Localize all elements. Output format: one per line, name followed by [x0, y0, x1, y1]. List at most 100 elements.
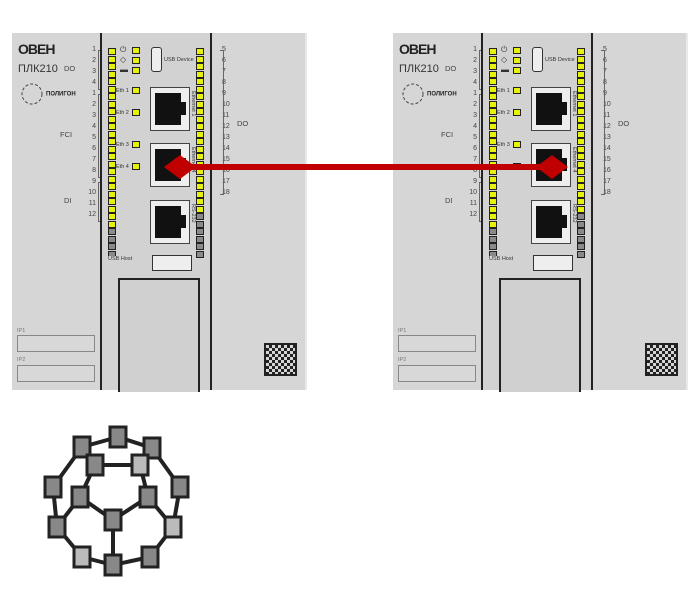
ip1-field[interactable]	[398, 335, 476, 352]
status-led	[196, 85, 204, 93]
channel-number: 15	[603, 156, 611, 163]
usb-host-label: USB Host	[489, 256, 514, 262]
ip1-label: IP1	[398, 328, 407, 334]
status-led	[577, 183, 585, 190]
logo-node	[85, 453, 105, 477]
status-led	[108, 108, 116, 115]
status-led	[196, 175, 204, 183]
status-led	[577, 250, 585, 258]
status-led	[489, 228, 497, 235]
battery-icon: ▬	[120, 65, 128, 74]
port-label: RS-232	[571, 204, 577, 223]
channel-number: 3	[92, 68, 96, 75]
channel-number: 1	[473, 90, 477, 97]
channel-number: 11	[469, 200, 477, 207]
group-label: DO	[618, 119, 630, 128]
eth-led	[513, 141, 521, 148]
usb-host-port[interactable]	[533, 255, 573, 271]
status-led	[108, 130, 116, 138]
logo-node	[70, 485, 90, 509]
status-led	[577, 235, 585, 243]
status-led	[489, 130, 497, 138]
status-led	[489, 63, 497, 70]
ip2-field[interactable]	[17, 365, 95, 382]
channel-number: 4	[92, 123, 96, 130]
channel-number: 11	[603, 112, 611, 119]
eth-label: Eth 3	[116, 142, 129, 148]
polygon-logo: ПОЛИГОН	[18, 81, 76, 107]
status-led	[196, 70, 204, 78]
eth-label: Eth 4	[116, 164, 129, 170]
channel-number: 10	[88, 189, 96, 196]
status-led	[489, 100, 497, 108]
status-led	[577, 168, 585, 175]
status-led	[489, 175, 497, 183]
qr-code	[645, 343, 678, 376]
rj45-port-1[interactable]	[150, 87, 190, 131]
status-led	[132, 47, 140, 54]
logo-node	[142, 436, 162, 460]
port-label: Ethernet 1	[190, 91, 196, 117]
status-led	[577, 48, 585, 55]
channel-number: 4	[473, 79, 477, 86]
status-led	[489, 78, 497, 85]
channel-number: 17	[603, 178, 611, 185]
status-led	[489, 93, 497, 100]
rj45-port-3[interactable]	[150, 200, 190, 244]
channel-number: 5	[92, 134, 96, 141]
usb-device-port[interactable]	[151, 47, 162, 72]
channel-number: 15	[222, 156, 230, 163]
status-led	[108, 220, 116, 228]
status-led	[108, 63, 116, 70]
link-endpoint-right	[536, 155, 568, 179]
polygon-network-logo	[43, 425, 190, 577]
status-led	[513, 47, 521, 54]
status-led	[108, 183, 116, 190]
usb-device-label: USB Device	[164, 57, 194, 63]
eth-led	[132, 163, 140, 170]
status-led	[196, 100, 204, 108]
status-led	[108, 153, 116, 160]
channel-number: 14	[603, 145, 611, 152]
channel-number: 1	[473, 46, 477, 53]
port-latch	[562, 102, 567, 115]
run-icon: ◇	[501, 55, 508, 64]
status-led	[108, 145, 116, 153]
status-led	[489, 145, 497, 153]
status-led	[108, 243, 116, 250]
polygon-logo-text: ПОЛИГОН	[427, 91, 457, 98]
battery-icon: ▬	[501, 65, 509, 74]
status-led	[196, 145, 204, 153]
status-led	[196, 153, 204, 160]
link-endpoint-left	[164, 155, 196, 179]
channel-number: 14	[222, 145, 230, 152]
status-led	[196, 235, 204, 243]
status-led	[196, 108, 204, 115]
channel-number: 3	[92, 112, 96, 119]
channel-number: 18	[603, 189, 611, 196]
model-label: ПЛК210	[399, 63, 439, 75]
status-led	[196, 190, 204, 198]
status-led	[577, 145, 585, 153]
status-led	[196, 183, 204, 190]
status-led	[108, 228, 116, 235]
ip2-field[interactable]	[398, 365, 476, 382]
usb-host-port[interactable]	[152, 255, 192, 271]
rj45-port-1[interactable]	[531, 87, 571, 131]
status-led	[489, 190, 497, 198]
usb-device-port[interactable]	[532, 47, 543, 72]
port-label: Ethernet 1	[571, 91, 577, 117]
status-led	[108, 235, 116, 243]
status-led	[196, 78, 204, 85]
eth-led	[132, 109, 140, 116]
ip1-field[interactable]	[17, 335, 95, 352]
status-led	[108, 48, 116, 55]
port-socket	[155, 206, 181, 238]
channel-number: 5	[222, 46, 226, 53]
rj45-port-3[interactable]	[531, 200, 571, 244]
channel-number: 6	[92, 145, 96, 152]
status-led	[489, 205, 497, 213]
polygon-logo: ПОЛИГОН	[399, 81, 457, 107]
channel-number: 1	[92, 46, 96, 53]
channel-number: 13	[603, 134, 611, 141]
